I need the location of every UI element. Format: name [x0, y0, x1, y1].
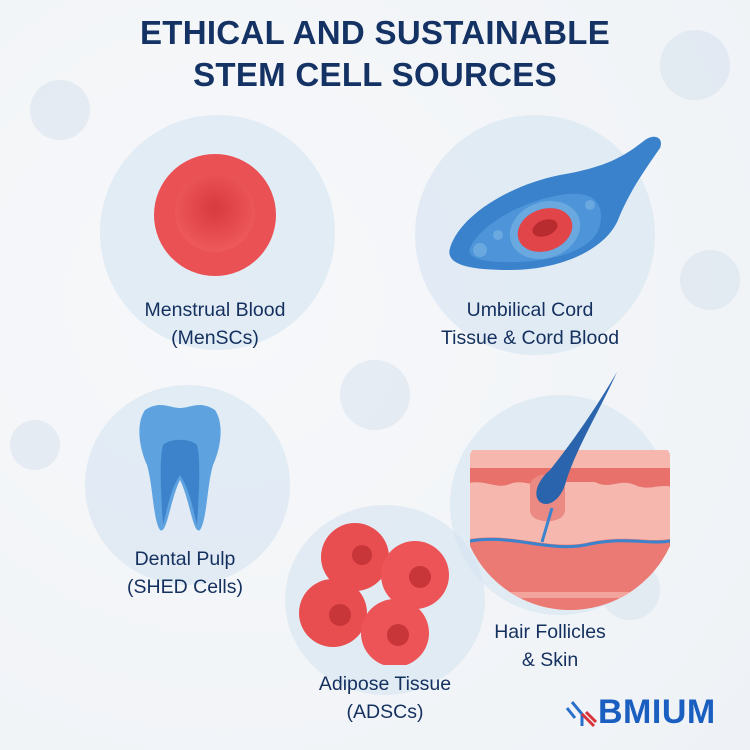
bg-cell [660, 30, 730, 100]
title-line-1: ETHICAL AND SUSTAINABLE [139, 14, 611, 51]
source-label-adipose: Adipose Tissue (ADSCs) [280, 670, 490, 726]
source-label-umbilical: Umbilical Cord Tissue & Cord Blood [405, 296, 655, 352]
red-blood-cell-icon [154, 154, 276, 276]
source-label-dental: Dental Pulp (SHED Cells) [90, 545, 280, 601]
label-line: (MenSCs) [171, 327, 259, 349]
label-line: (ADSCs) [346, 701, 424, 723]
label-line: & Skin [521, 649, 579, 671]
bg-cell [680, 250, 740, 310]
label-line: Menstrual Blood [144, 299, 286, 321]
bg-cell [10, 420, 60, 470]
label-line: (SHED Cells) [127, 576, 243, 598]
label-line: Adipose Tissue [318, 673, 452, 695]
hair-follicle-skin-icon [470, 372, 670, 610]
label-line: Umbilical Cord [466, 299, 594, 321]
source-label-hair: Hair Follicles & Skin [470, 618, 630, 674]
bg-cell [30, 80, 90, 140]
fat-cells-icon [299, 523, 449, 665]
label-line: Dental Pulp [134, 548, 236, 570]
source-label-menstrual: Menstrual Blood (MenSCs) [110, 296, 320, 352]
brand-logo: BMIUM [566, 693, 716, 732]
label-line: Tissue & Cord Blood [440, 327, 620, 349]
antibody-icon [566, 700, 598, 727]
umbilical-cell-icon [449, 136, 661, 270]
tooth-icon [139, 404, 221, 531]
brand-name: BMIUM [598, 693, 716, 731]
page-title: ETHICAL AND SUSTAINABLE STEM CELL SOURCE… [0, 12, 750, 96]
title-line-2: STEM CELL SOURCES [193, 56, 557, 93]
label-line: Hair Follicles [494, 621, 606, 643]
bg-cell [340, 360, 410, 430]
